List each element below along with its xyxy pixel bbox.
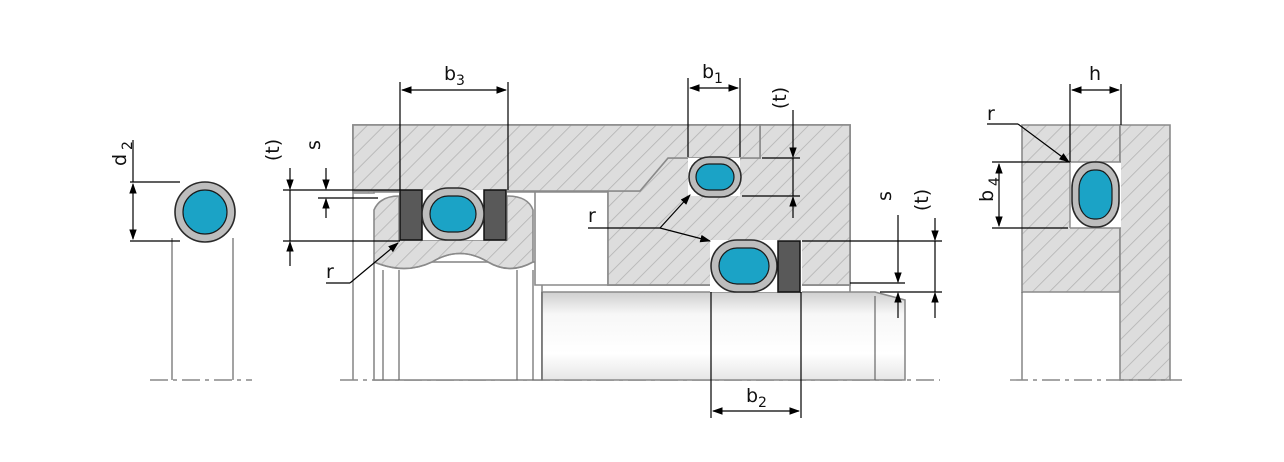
t-label-left: (t) bbox=[262, 139, 284, 161]
b1-label: b 1 bbox=[702, 61, 723, 87]
r-leader-right bbox=[1017, 123, 1070, 163]
r-leader-middle-lower bbox=[659, 227, 712, 243]
svg-text:1: 1 bbox=[714, 71, 723, 87]
s-label-left: s bbox=[303, 140, 325, 150]
housing-top-front bbox=[352, 124, 761, 192]
svg-text:b: b bbox=[746, 385, 758, 407]
piston-rod bbox=[541, 291, 906, 381]
svg-text:3: 3 bbox=[456, 73, 465, 89]
svg-text:s: s bbox=[303, 140, 325, 150]
svg-text:s: s bbox=[874, 191, 896, 201]
d2-label: d 2 bbox=[109, 141, 136, 166]
oring-section-view: d 2 bbox=[109, 140, 252, 381]
svg-text:(t): (t) bbox=[769, 87, 791, 109]
h-label: h bbox=[1089, 63, 1101, 85]
axial-seal-view: h b 4 r bbox=[976, 63, 1182, 381]
t-label-upper: (t) bbox=[769, 87, 791, 109]
piston-seal-core bbox=[429, 195, 477, 233]
rod-backup-ring bbox=[777, 240, 801, 293]
piston-body bbox=[373, 261, 543, 381]
piston-wave-edge bbox=[373, 252, 534, 270]
r-leader-left bbox=[349, 242, 399, 284]
oring-core bbox=[182, 189, 228, 235]
cavity bbox=[534, 191, 609, 286]
rod-seal-core bbox=[718, 247, 770, 285]
r-label-middle: r bbox=[588, 205, 596, 227]
axial-seal-core bbox=[1078, 169, 1113, 220]
b2-label: b 2 bbox=[746, 385, 767, 411]
svg-text:(t): (t) bbox=[911, 189, 933, 211]
backup-ring-right bbox=[483, 189, 507, 241]
r-label-right: r bbox=[987, 103, 995, 125]
r-leader-middle-upper bbox=[659, 194, 691, 229]
svg-text:4: 4 bbox=[987, 177, 1003, 186]
svg-text:b: b bbox=[976, 190, 998, 202]
r-label-left: r bbox=[326, 261, 334, 283]
backup-ring-left bbox=[399, 189, 423, 241]
svg-text:2: 2 bbox=[120, 141, 136, 150]
upper-seal-core bbox=[695, 163, 735, 191]
b4-label: b 4 bbox=[976, 177, 1003, 202]
svg-text:d: d bbox=[109, 154, 131, 166]
b3-label: b 3 bbox=[444, 63, 465, 89]
flange-right bbox=[1119, 124, 1171, 381]
svg-text:b: b bbox=[702, 61, 714, 83]
gland-bore bbox=[608, 284, 851, 292]
svg-text:(t): (t) bbox=[262, 139, 284, 161]
svg-text:2: 2 bbox=[758, 395, 767, 411]
assembly-section-view: b 3 (t) s r b 1 bbox=[262, 61, 942, 418]
s-label-lower: s bbox=[874, 191, 896, 201]
svg-text:b: b bbox=[444, 63, 456, 85]
t-label-lower: (t) bbox=[911, 189, 933, 211]
